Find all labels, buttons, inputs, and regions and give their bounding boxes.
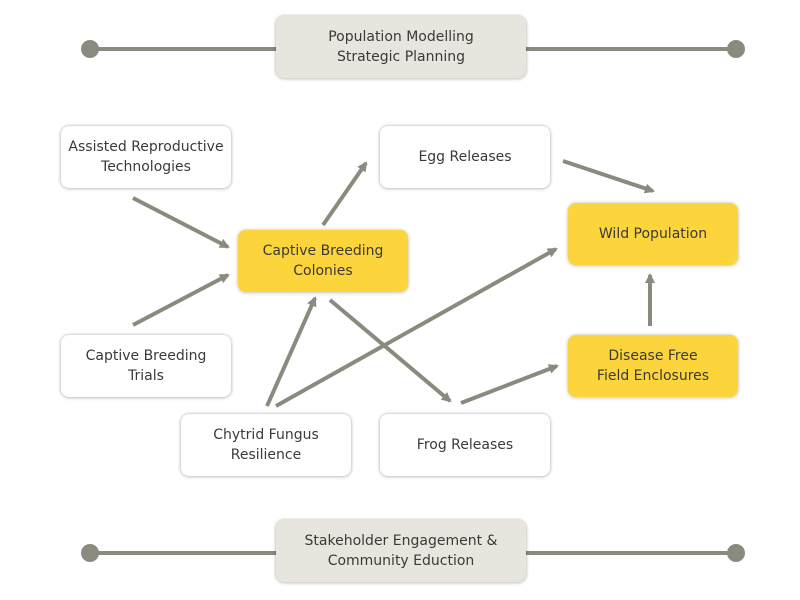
bottom-band-endpoint-left [81, 544, 99, 562]
wild-population-box: Wild Population [568, 203, 738, 265]
arrow-art-to-captive-colonies [132, 196, 230, 249]
captive-breeding-trials-box: Captive Breeding Trials [61, 335, 231, 397]
chytrid-fungus-resilience-box: Chytrid Fungus Resilience [181, 414, 351, 476]
egg-releases-box: Egg Releases [380, 126, 550, 188]
arrow-egg-releases-to-wild-population [562, 159, 655, 194]
assisted-reproductive-technologies-box: Assisted Reproductive Technologies [61, 126, 231, 188]
flow-arrows [132, 159, 655, 408]
top-band-endpoint-right [727, 40, 745, 58]
disease-free-field-enclosures-box: Disease Free Field Enclosures [568, 335, 738, 397]
stakeholder-engagement-box: Stakeholder Engagement & Community Educt… [276, 520, 526, 582]
arrow-captive-trials-to-captive-colonies [132, 273, 230, 327]
arrow-frog-releases-to-disease-free [460, 364, 559, 405]
frog-releases-box: Frog Releases [380, 414, 550, 476]
bottom-band-connector [81, 544, 745, 562]
arrow-captive-colonies-to-frog-releases [328, 298, 452, 403]
arrow-captive-colonies-to-egg-releases [321, 161, 368, 227]
top-band-endpoint-left [81, 40, 99, 58]
arrow-chytrid-to-wild-population [275, 247, 558, 408]
arrow-chytrid-to-captive-colonies [265, 296, 317, 407]
bottom-band-endpoint-right [727, 544, 745, 562]
captive-breeding-colonies-box: Captive Breeding Colonies [238, 230, 408, 292]
population-modelling-box: Population Modelling Strategic Planning [276, 16, 526, 78]
top-band-connector [81, 40, 745, 58]
